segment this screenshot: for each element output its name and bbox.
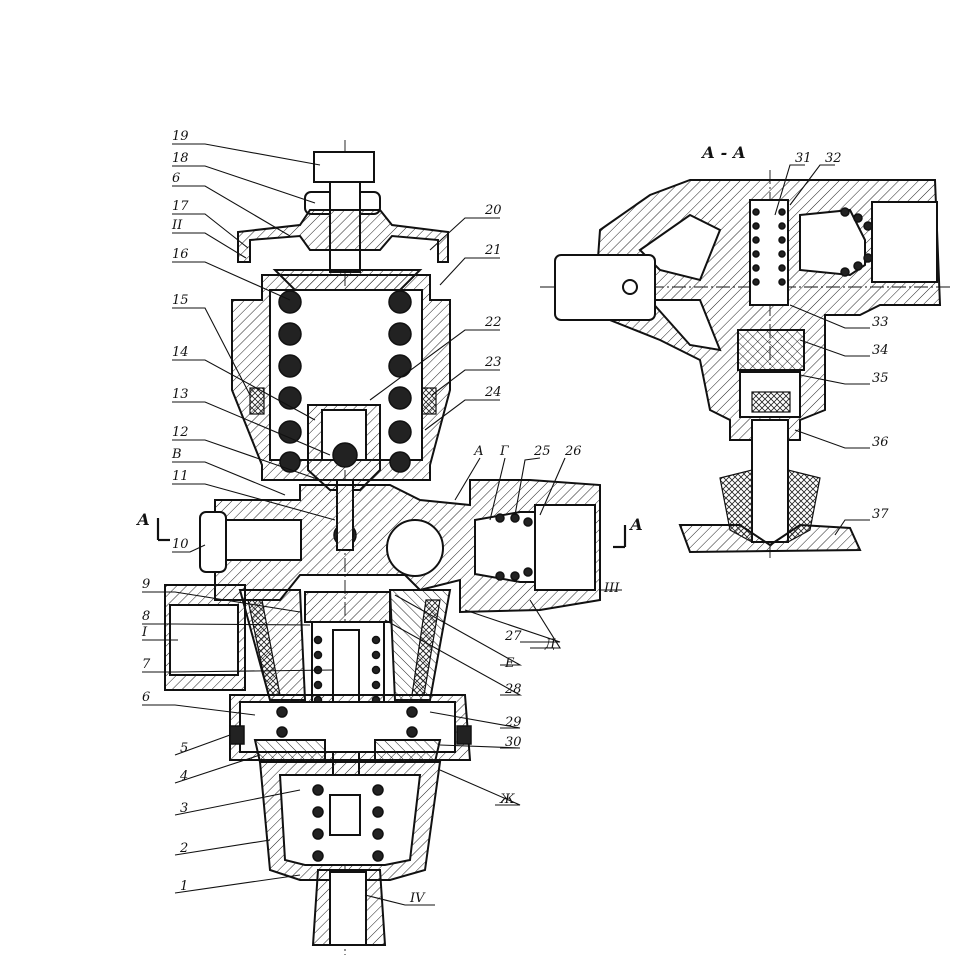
port-i-bore	[170, 605, 238, 675]
diaphragm-right	[375, 740, 440, 762]
callout-12: 12	[172, 425, 189, 440]
callout-10: 10	[172, 537, 189, 552]
callout-17: 17	[172, 199, 189, 214]
outlet-bore	[330, 872, 366, 945]
label-chamber-v: В	[171, 447, 182, 462]
ball-valve-upper	[333, 443, 357, 467]
aa-stem	[752, 420, 788, 542]
callout-4: 4	[179, 769, 188, 784]
callout-14: 14	[172, 345, 189, 360]
callout-6-top: 6	[172, 171, 180, 186]
side-bolt-shank	[226, 520, 301, 560]
callout-6: 6	[142, 690, 150, 705]
label-d-chamber: Д	[544, 637, 556, 652]
label-e-chamber: Е	[504, 656, 515, 671]
label-port-iii: III	[603, 581, 620, 596]
section-title-aa: А - А	[701, 143, 746, 162]
seal-left	[250, 388, 264, 414]
o-ring-left	[230, 726, 244, 744]
callout-33: 33	[872, 315, 889, 330]
callout-27: 27	[504, 629, 522, 644]
callout-36: 36	[872, 435, 889, 450]
callout-28: 28	[504, 682, 522, 697]
seal-right	[422, 388, 436, 414]
aa-plug	[555, 255, 655, 320]
callout-21: 21	[484, 243, 502, 258]
main-section	[165, 140, 600, 955]
label-port-iv: IV	[409, 891, 426, 906]
section-mark-right: А	[629, 515, 643, 534]
callout-35: 35	[872, 371, 889, 386]
aa-plug-hole	[623, 280, 637, 294]
label-port-i: I	[141, 625, 148, 640]
callout-34: 34	[872, 343, 889, 358]
callout-5: 5	[180, 741, 188, 756]
callout-19: 19	[172, 129, 189, 144]
callout-9: 9	[142, 577, 150, 592]
callout-26: 26	[564, 444, 582, 459]
label-zh-chamber: Ж	[499, 792, 515, 807]
bolt-head	[314, 152, 374, 182]
upper-spring-plate	[275, 270, 420, 290]
side-bolt-head	[200, 512, 226, 572]
callout-30: 30	[505, 735, 522, 750]
callout-15: 15	[172, 293, 189, 308]
callout-32: 32	[825, 151, 842, 166]
o-ring-right	[457, 726, 471, 744]
callout-13: 13	[172, 387, 189, 402]
callout-3: 3	[180, 801, 188, 816]
label-a-chamber: А	[473, 444, 484, 459]
callout-1: 1	[180, 879, 188, 894]
upper-piston-cap	[305, 592, 390, 622]
callout-16: 16	[172, 247, 189, 262]
callout-8: 8	[142, 609, 150, 624]
callout-31: 31	[795, 151, 812, 166]
callout-37: 37	[872, 507, 889, 522]
callout-24: 24	[484, 385, 502, 400]
callout-7: 7	[142, 657, 151, 672]
callout-20: 20	[484, 203, 502, 218]
callout-29: 29	[504, 715, 522, 730]
callout-23: 23	[484, 355, 502, 370]
callout-22: 22	[484, 315, 502, 330]
aa-valve-disc	[752, 392, 790, 412]
section-mark-left: А	[136, 510, 150, 529]
lower-nut	[330, 795, 360, 835]
section-a-a	[540, 170, 950, 560]
callout-11: 11	[172, 469, 189, 484]
cross-bore	[387, 520, 443, 576]
port-iii-bore	[535, 505, 595, 590]
diaphragm-left	[255, 740, 325, 762]
callout-2: 2	[179, 841, 188, 856]
callout-18: 18	[172, 151, 189, 166]
label-g-chamber: Г	[499, 444, 509, 459]
aa-valve-seat	[738, 330, 804, 370]
aa-outlet-bore	[872, 202, 937, 282]
callout-25: 25	[533, 444, 551, 459]
label-port-ii: II	[171, 218, 183, 233]
